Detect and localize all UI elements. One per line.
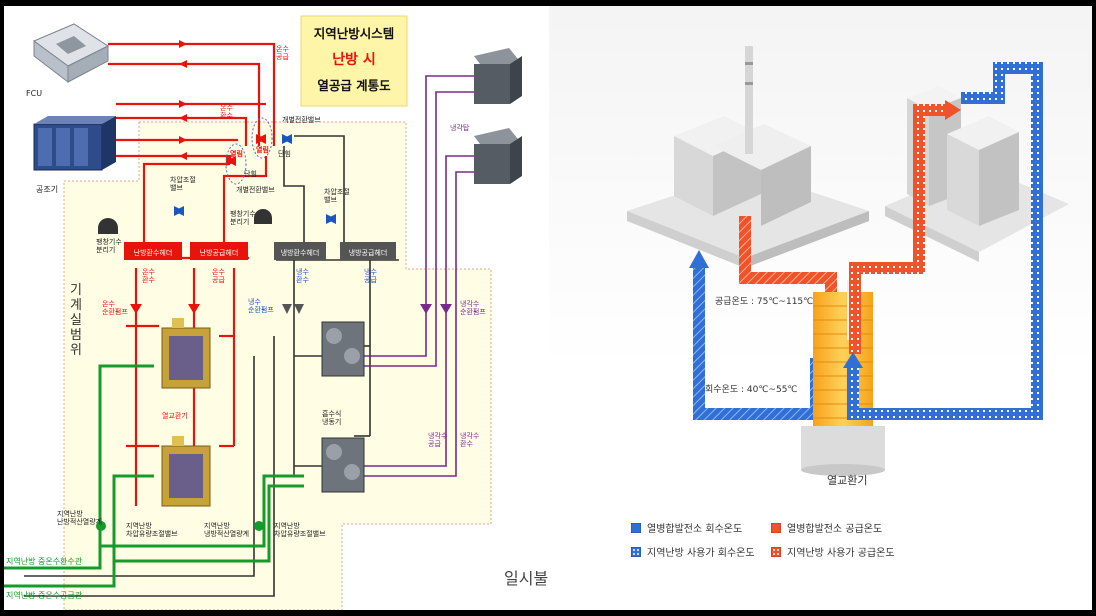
watermark: 일시불 xyxy=(504,569,548,588)
lbl-close-1: 단힘 xyxy=(278,149,291,158)
cooling-tower-2 xyxy=(474,128,522,184)
cold-pumps xyxy=(282,304,304,314)
power-plant xyxy=(627,46,869,268)
legend-label: 열병합발전소 공급온도 xyxy=(787,524,883,535)
open-valves xyxy=(226,134,266,166)
supply-temp-label: 공급온도 : 75℃~115℃ xyxy=(715,296,813,307)
header-cool-return xyxy=(274,242,326,260)
header-heat-return-label: 난방환수헤더 xyxy=(134,248,173,257)
plant-return-pipe xyxy=(693,264,815,420)
schematic-svg: 지역난방시스템 난방 시 열공급 계통도 FCU 공조기 xyxy=(4,15,548,610)
legend-swatch xyxy=(771,522,781,533)
lbl-open-2: 열림 xyxy=(256,145,269,154)
valves xyxy=(174,134,336,224)
heat-flow-svg: 공급온도 : 75℃~115℃ 회수온도 : 40℃~55℃ 열교환기 xyxy=(627,46,1069,487)
user-supply-pipe xyxy=(849,104,945,354)
lbl-cooling-tower: 냉각탑 xyxy=(450,123,470,132)
legend-swatch xyxy=(771,546,781,557)
user-return-pipe xyxy=(847,62,1043,420)
lbl-district-return: 지역난방 중온수환수관 xyxy=(6,556,83,566)
header-heat-supply xyxy=(190,242,248,260)
lbl-close-2: 단힘 xyxy=(244,169,257,178)
expansion-tank-mid xyxy=(254,209,272,224)
hot-arrows xyxy=(179,40,187,160)
header-cool-supply xyxy=(340,242,396,260)
legend-swatch xyxy=(631,522,641,533)
heat-exchanger-2 xyxy=(161,436,211,507)
heat-flow-illustration: 공급온도 : 75℃~115℃ 회수온도 : 40℃~55℃ 열교환기 열병합발… xyxy=(549,6,1092,610)
figure: 지역난방시스템 난방 시 열공급 계통도 FCU 공조기 xyxy=(4,6,1092,610)
cool-flowmeter xyxy=(254,521,264,531)
absorption-chiller-1 xyxy=(321,321,365,377)
lbl-heat-exchanger: 열교환기 xyxy=(162,411,188,420)
legend-item-user-supply: 지역난방 사용가 공급온도 xyxy=(771,544,895,559)
header-cool-return-label: 냉방환수헤더 xyxy=(281,248,320,257)
title-box xyxy=(300,15,408,107)
title-line-2: 난방 시 xyxy=(332,51,376,68)
legend: 열병합발전소 회수온도 열병합발전소 공급온도 지역난방 사용가 회수온도 지역… xyxy=(631,516,931,566)
heat-flowmeter xyxy=(96,521,106,531)
fcu-unit xyxy=(32,23,110,84)
lbl-district-supply: 지역난방 중온수공급관 xyxy=(6,590,83,600)
legend-label: 지역난방 사용가 회수온도 xyxy=(647,548,755,559)
apartment-buildings xyxy=(885,86,1069,262)
lbl-exp-valve-top: 개별전환밸브 xyxy=(282,115,321,124)
header-cool-supply-label: 냉방공급헤더 xyxy=(349,248,388,257)
lbl-open-1: 열림 xyxy=(230,149,243,158)
legend-item-plant-supply: 열병합발전소 공급온도 xyxy=(771,520,882,535)
heat-exchanger-1 xyxy=(161,318,211,389)
cooling-pumps xyxy=(420,304,452,314)
ahu-unit xyxy=(33,116,116,171)
title-line-3: 열공급 계통도 xyxy=(317,78,391,93)
fcu-label: FCU xyxy=(26,89,42,98)
return-temp-label: 회수온도 : 40℃~55℃ xyxy=(705,384,798,395)
absorption-chiller-2 xyxy=(321,437,365,493)
hot-pumps xyxy=(130,304,200,314)
district-heating-schematic: 지역난방시스템 난방 시 열공급 계통도 FCU 공조기 xyxy=(4,6,549,610)
ahu-label: 공조기 xyxy=(36,185,58,194)
cooling-tower-1 xyxy=(474,48,522,104)
heat-exchanger xyxy=(801,280,885,476)
heat-exchanger-label: 열교환기 xyxy=(827,474,867,487)
header-heat-return xyxy=(124,242,182,260)
legend-swatch xyxy=(631,546,641,557)
header-heat-supply-label: 난방공급헤더 xyxy=(200,248,239,257)
lbl-exp-valve-bottom: 개별전환밸브 xyxy=(236,185,275,194)
expansion-tank-left xyxy=(98,218,118,234)
legend-label: 열병합발전소 회수온도 xyxy=(647,524,743,535)
legend-item-user-return: 지역난방 사용가 회수온도 xyxy=(631,544,755,559)
legend-label: 지역난방 사용가 공급온도 xyxy=(787,548,895,559)
district-lines xyxy=(4,364,304,588)
legend-item-plant-return: 열병합발전소 회수온도 xyxy=(631,520,742,535)
title-line-1: 지역난방시스템 xyxy=(314,26,395,41)
